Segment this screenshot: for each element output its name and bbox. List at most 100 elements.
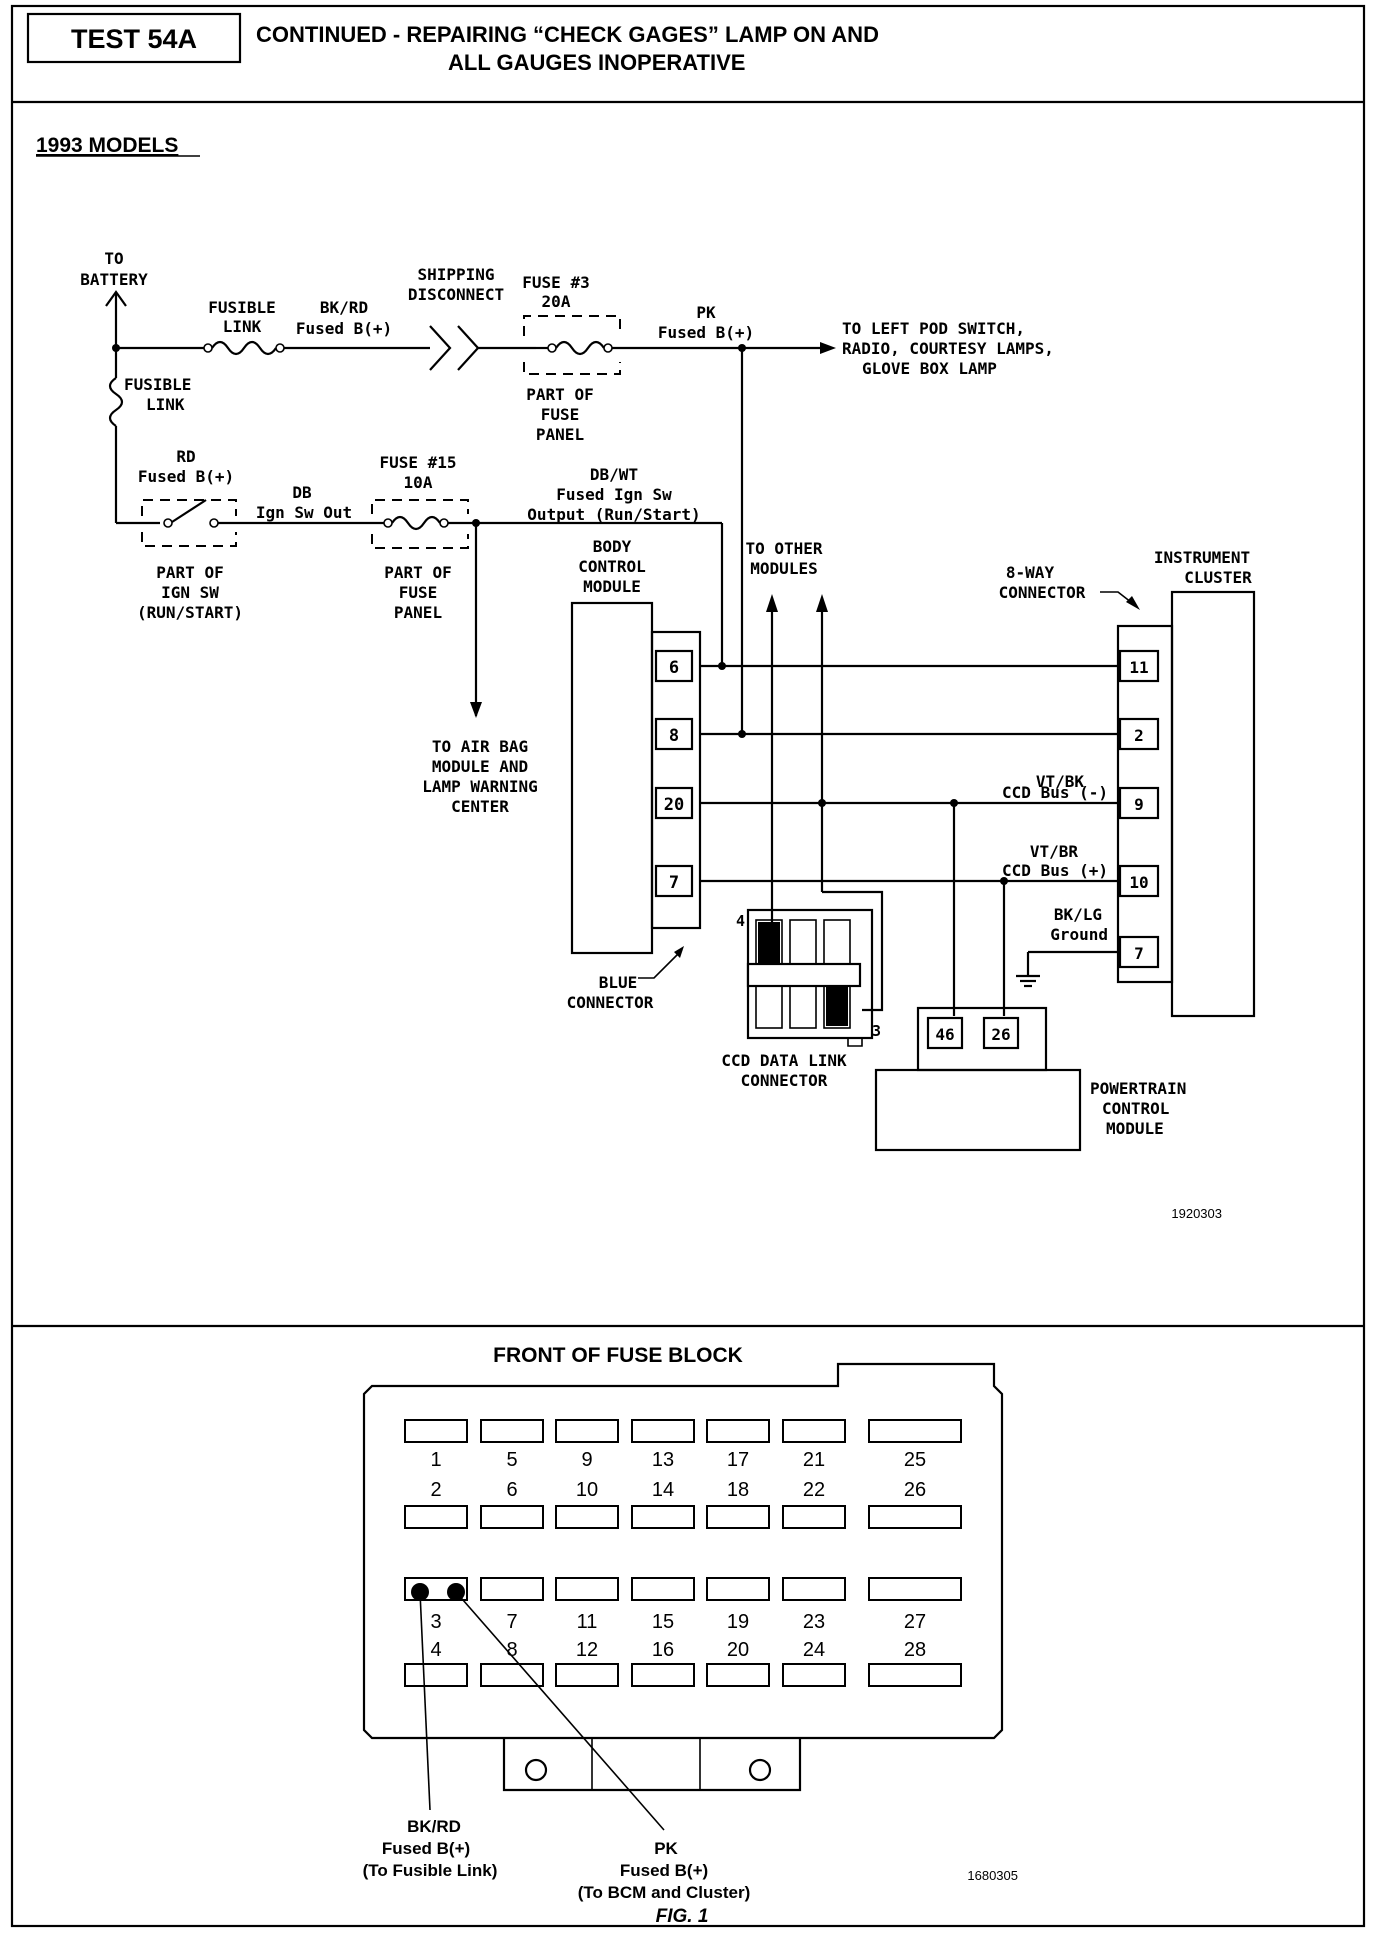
test-id: TEST 54A	[71, 24, 197, 54]
fuse-slot	[868, 1419, 962, 1443]
fuse-number: 2	[430, 1479, 441, 1501]
svg-text:46: 46	[935, 1025, 954, 1044]
svg-text:DB: DB	[292, 483, 312, 502]
fuse-slot	[480, 1577, 544, 1601]
svg-text:LINK: LINK	[146, 395, 185, 414]
svg-text:4: 4	[736, 912, 745, 930]
fuse-slot	[868, 1577, 962, 1601]
svg-text:CONNECTOR: CONNECTOR	[567, 993, 654, 1012]
fuse-number: 3	[430, 1611, 441, 1633]
fuse-slot	[782, 1419, 846, 1443]
fuse-slot	[706, 1663, 770, 1687]
svg-text:10: 10	[1129, 873, 1148, 892]
svg-text:LAMP WARNING: LAMP WARNING	[422, 777, 538, 796]
svg-text:8: 8	[669, 726, 679, 746]
fuse-number: 28	[904, 1639, 926, 1661]
svg-text:Fused B(+): Fused B(+)	[296, 319, 392, 338]
header-title-line2: ALL GAUGES INOPERATIVE	[448, 50, 745, 75]
svg-text:FUSE #3: FUSE #3	[522, 273, 589, 292]
svg-text:PK: PK	[654, 1839, 678, 1858]
svg-text:PK: PK	[696, 303, 716, 322]
svg-text:TO: TO	[104, 249, 123, 268]
svg-text:POWERTRAIN: POWERTRAIN	[1090, 1079, 1186, 1098]
svg-text:FUSE #15: FUSE #15	[379, 453, 456, 472]
svg-text:BLUE: BLUE	[599, 973, 638, 992]
ccd-data-link-connector: 4 3 CCD DATA LINK CONNECTOR	[721, 908, 881, 1090]
svg-text:MODULE: MODULE	[583, 577, 641, 596]
body-control-module: BODY CONTROL MODULE 6 8 20 7 BLUE CONNEC…	[567, 537, 702, 1012]
fuse-number: 23	[803, 1611, 825, 1633]
blue-connector	[650, 630, 702, 930]
fuse-slot	[480, 1505, 544, 1529]
eight-way-connector	[1116, 624, 1174, 984]
signal-wires: TO OTHER MODULES VT/BK CCD Bus (-) VT/BR…	[700, 539, 1118, 1016]
svg-text:LINK: LINK	[223, 317, 262, 336]
instrument-cluster: INSTRUMENT CLUSTER 8-WAY CONNECTOR 11 2 …	[999, 548, 1256, 1018]
svg-text:PART OF: PART OF	[156, 563, 223, 582]
fuse-number: 17	[727, 1449, 749, 1471]
fuse-slot	[555, 1577, 619, 1601]
figure-label: FIG. 1	[656, 1906, 709, 1927]
fuse-slot	[782, 1505, 846, 1529]
fuse-number: 26	[904, 1479, 926, 1501]
fuse-number: 15	[652, 1611, 674, 1633]
fuse-slot	[706, 1505, 770, 1529]
fuse-slot	[782, 1663, 846, 1687]
fuse-slot	[868, 1505, 962, 1529]
fuse-number: 19	[727, 1611, 749, 1633]
fuse-slot	[404, 1505, 468, 1529]
svg-text:8-WAY: 8-WAY	[1006, 563, 1055, 582]
svg-text:FUSIBLE: FUSIBLE	[124, 375, 191, 394]
fuse-slot	[631, 1505, 695, 1529]
fuse-slot	[480, 1663, 544, 1687]
svg-text:Fused B(+): Fused B(+)	[658, 323, 754, 342]
fuse-slot	[555, 1663, 619, 1687]
svg-text:BATTERY: BATTERY	[80, 270, 148, 289]
svg-text:FUSIBLE: FUSIBLE	[208, 298, 275, 317]
ignition-switch-icon	[171, 499, 207, 523]
fuse-slot	[555, 1419, 619, 1443]
fuse-number: 5	[506, 1449, 517, 1471]
fuse-number: 20	[727, 1639, 749, 1661]
svg-text:RD: RD	[176, 447, 195, 466]
svg-text:CLUSTER: CLUSTER	[1184, 568, 1252, 587]
fuse-number: 4	[430, 1639, 441, 1661]
fuse-slot	[631, 1577, 695, 1601]
fuse-slot	[868, 1663, 962, 1687]
svg-text:TO OTHER: TO OTHER	[745, 539, 822, 558]
fuse-number: 16	[652, 1639, 674, 1661]
fuse-number: 21	[803, 1449, 825, 1471]
fusible-link-icon	[211, 340, 277, 356]
fuse-slot	[706, 1577, 770, 1601]
svg-text:CONNECTOR: CONNECTOR	[741, 1071, 828, 1090]
svg-text:FUSE: FUSE	[541, 405, 580, 424]
svg-text:INSTRUMENT: INSTRUMENT	[1154, 548, 1250, 567]
svg-text:3: 3	[872, 1022, 881, 1040]
fuse-slot	[631, 1663, 695, 1687]
fuse-number: 18	[727, 1479, 749, 1501]
svg-text:PANEL: PANEL	[536, 425, 584, 444]
fuse-slot	[706, 1419, 770, 1443]
svg-text:7: 7	[1134, 944, 1144, 963]
svg-text:CCD DATA LINK: CCD DATA LINK	[721, 1051, 847, 1070]
svg-text:MODULE: MODULE	[1106, 1119, 1164, 1138]
svg-text:VT/BR: VT/BR	[1030, 842, 1079, 861]
fuse-slot	[555, 1505, 619, 1529]
svg-text:BK/RD: BK/RD	[320, 298, 368, 317]
powertrain-control-module: 46 26 POWERTRAIN CONTROL MODULE	[874, 1006, 1186, 1152]
svg-text:CONNECTOR: CONNECTOR	[999, 583, 1086, 602]
fuse-number: 25	[904, 1449, 926, 1471]
svg-text:7: 7	[669, 873, 679, 893]
svg-text:CCD Bus (-): CCD Bus (-)	[1002, 783, 1108, 802]
svg-text:DISCONNECT: DISCONNECT	[408, 285, 504, 304]
svg-text:(To BCM and Cluster): (To BCM and Cluster)	[578, 1883, 751, 1902]
svg-text:Fused B(+): Fused B(+)	[620, 1861, 708, 1880]
fuse-number: 7	[506, 1611, 517, 1633]
svg-text:20A: 20A	[542, 292, 571, 311]
fuse-number: 22	[803, 1479, 825, 1501]
fuse-number: 8	[506, 1639, 517, 1661]
ignition-circuit: RD Fused B(+) PART OF IGN SW (RUN/START)…	[116, 447, 724, 816]
svg-text:BK/RD: BK/RD	[407, 1817, 461, 1836]
page-frame	[10, 4, 1366, 1928]
